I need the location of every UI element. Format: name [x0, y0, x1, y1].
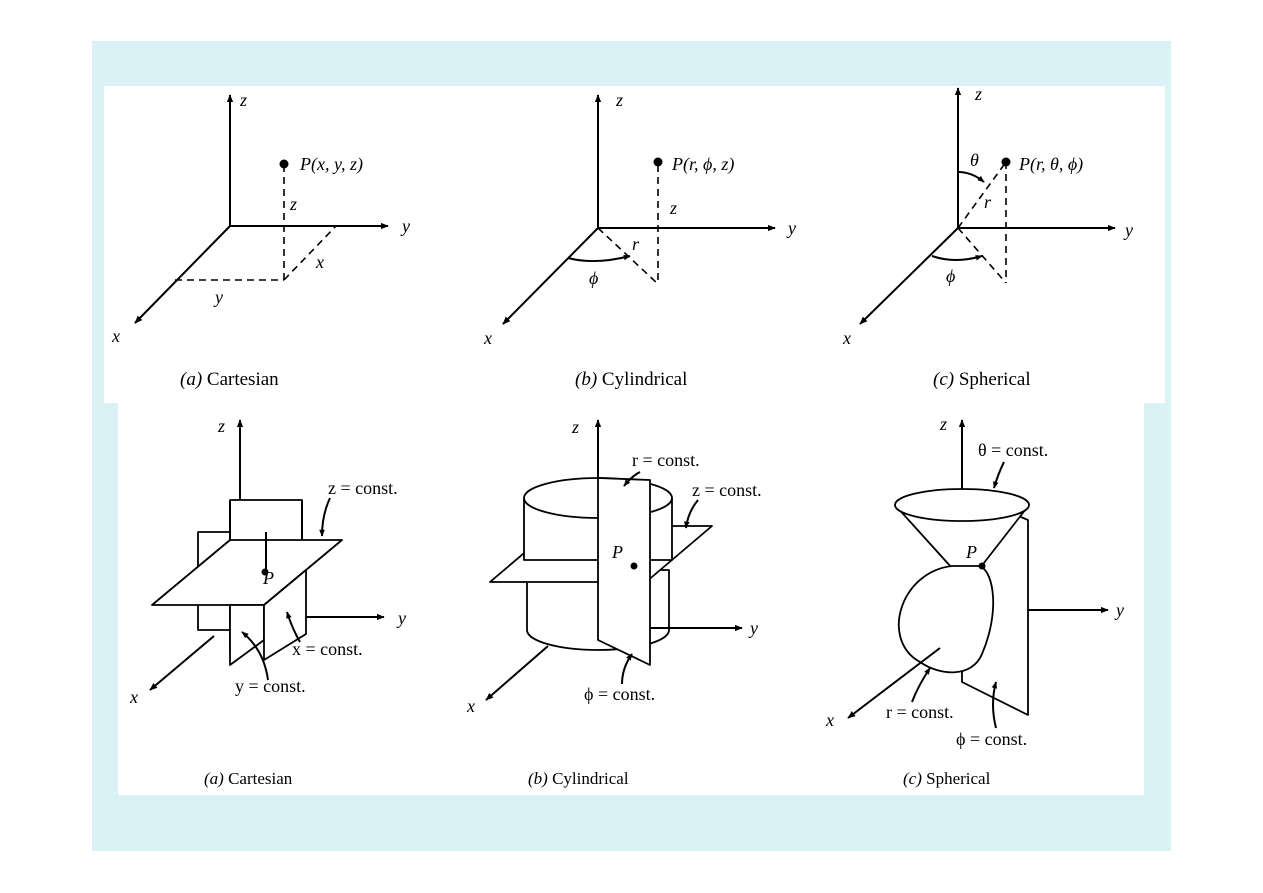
x-axis — [485, 645, 549, 701]
point-label: P — [262, 568, 274, 588]
y-const-pointer — [241, 631, 269, 681]
r-const-pointer — [911, 667, 931, 703]
caption: (b) Cylindrical — [575, 369, 687, 390]
y-axis-label: y — [1114, 600, 1124, 620]
point-p — [1001, 157, 1011, 167]
top-spherical-figure: z y x P(r, θ, ϕ) θ r ϕ (c) Spherical — [842, 84, 1133, 390]
x-dimension-label: x — [315, 252, 324, 272]
point-p — [653, 157, 663, 167]
r-dimension-label: r — [632, 234, 640, 254]
bottom-cartesian-figure: z y x P z = const. x = const. y = const.… — [129, 416, 406, 788]
r-const-sphere — [897, 565, 995, 674]
point-p — [978, 562, 986, 570]
z-dimension-label: z — [669, 198, 677, 218]
z-axis-label: z — [239, 90, 247, 110]
point-p — [261, 568, 269, 576]
point-label: P — [965, 542, 977, 562]
caption: (c) Spherical — [903, 769, 991, 788]
y-axis-label: y — [1123, 220, 1133, 240]
caption: (c) Spherical — [933, 369, 1031, 390]
bottom-cylindrical-figure: z y x P r = const. z = const. ϕ = const.… — [466, 417, 762, 788]
z-axis-label: z — [217, 416, 225, 436]
x-const-label: x = const. — [292, 639, 363, 659]
r-dimension-label: r — [984, 192, 992, 212]
y-axis-label: y — [396, 608, 406, 628]
phi-const-label: ϕ = const. — [584, 684, 655, 704]
y-dimension-label: y — [213, 287, 223, 307]
top-cylindrical-figure: z y x P(r, ϕ, z) z r ϕ (b) Cylindrical — [483, 90, 796, 390]
phi-angle-arc — [931, 255, 983, 261]
x-axis — [859, 227, 959, 325]
phi-angle-label: ϕ — [946, 266, 955, 286]
theta-const-label: θ = const. — [978, 440, 1048, 460]
z-const-label: z = const. — [692, 480, 762, 500]
z-axis-label: z — [615, 90, 623, 110]
z-axis-label: z — [939, 414, 947, 434]
y-const-plane-front — [229, 604, 265, 666]
z-axis-label: z — [974, 84, 982, 104]
point-label: P — [611, 542, 623, 562]
x-axis — [502, 227, 599, 325]
x-axis-label: x — [842, 328, 851, 348]
caption: (a) Cartesian — [180, 369, 279, 390]
point-label: P(r, ϕ, z) — [671, 154, 734, 175]
theta-const-pointer — [993, 461, 1005, 489]
x-axis — [149, 635, 215, 691]
x-axis-label: x — [111, 326, 120, 346]
x-axis-label: x — [825, 710, 834, 730]
point-label: P(x, y, z) — [299, 154, 363, 175]
phi-angle-label: ϕ — [589, 268, 598, 288]
r-const-pointer — [623, 471, 641, 487]
x-const-plane-front — [263, 569, 307, 661]
x-axis — [134, 225, 231, 324]
phi-angle-arc — [567, 254, 631, 262]
z-dimension-label: z — [289, 194, 297, 214]
r-line — [957, 161, 1007, 229]
x-axis — [847, 647, 941, 719]
z-const-label: z = const. — [328, 478, 398, 498]
phi-const-pointer — [621, 653, 633, 685]
r-const-label: r = const. — [632, 450, 700, 470]
y-const-label: y = const. — [235, 676, 306, 696]
z-const-pointer — [319, 497, 331, 537]
x-const-pointer — [286, 611, 301, 643]
x-axis-label: x — [129, 687, 138, 707]
z-const-plane — [151, 539, 343, 606]
phi-const-label: ϕ = const. — [956, 729, 1027, 749]
x-axis-label: x — [466, 696, 475, 716]
z-axis-label: z — [571, 417, 579, 437]
z-const-pointer — [684, 499, 699, 529]
x-axis-label: x — [483, 328, 492, 348]
xy-projection-line — [957, 227, 1007, 284]
y-axis-label: y — [400, 216, 410, 236]
point-label: P(r, θ, ϕ) — [1018, 154, 1083, 175]
y-axis-label: y — [786, 218, 796, 238]
point-p — [279, 159, 289, 169]
phi-const-plane — [597, 477, 651, 666]
bottom-spherical-figure: z y x P θ = const. r = const. ϕ = const.… — [825, 414, 1124, 788]
caption: (a) Cartesian — [204, 769, 293, 788]
cone-rim — [894, 488, 1030, 522]
top-figure-panel — [104, 86, 1165, 403]
r-const-label: r = const. — [886, 702, 954, 722]
top-cartesian-figure: z y x P(x, y, z) z x y (a) Cartesian — [111, 90, 410, 390]
y-axis-label: y — [748, 618, 758, 638]
theta-angle-label: θ — [970, 150, 979, 170]
phi-const-pointer — [991, 681, 998, 729]
caption: (b) Cylindrical — [528, 769, 629, 788]
x-projection-line — [283, 225, 337, 281]
point-p — [630, 562, 638, 570]
theta-angle-arc — [957, 171, 985, 183]
